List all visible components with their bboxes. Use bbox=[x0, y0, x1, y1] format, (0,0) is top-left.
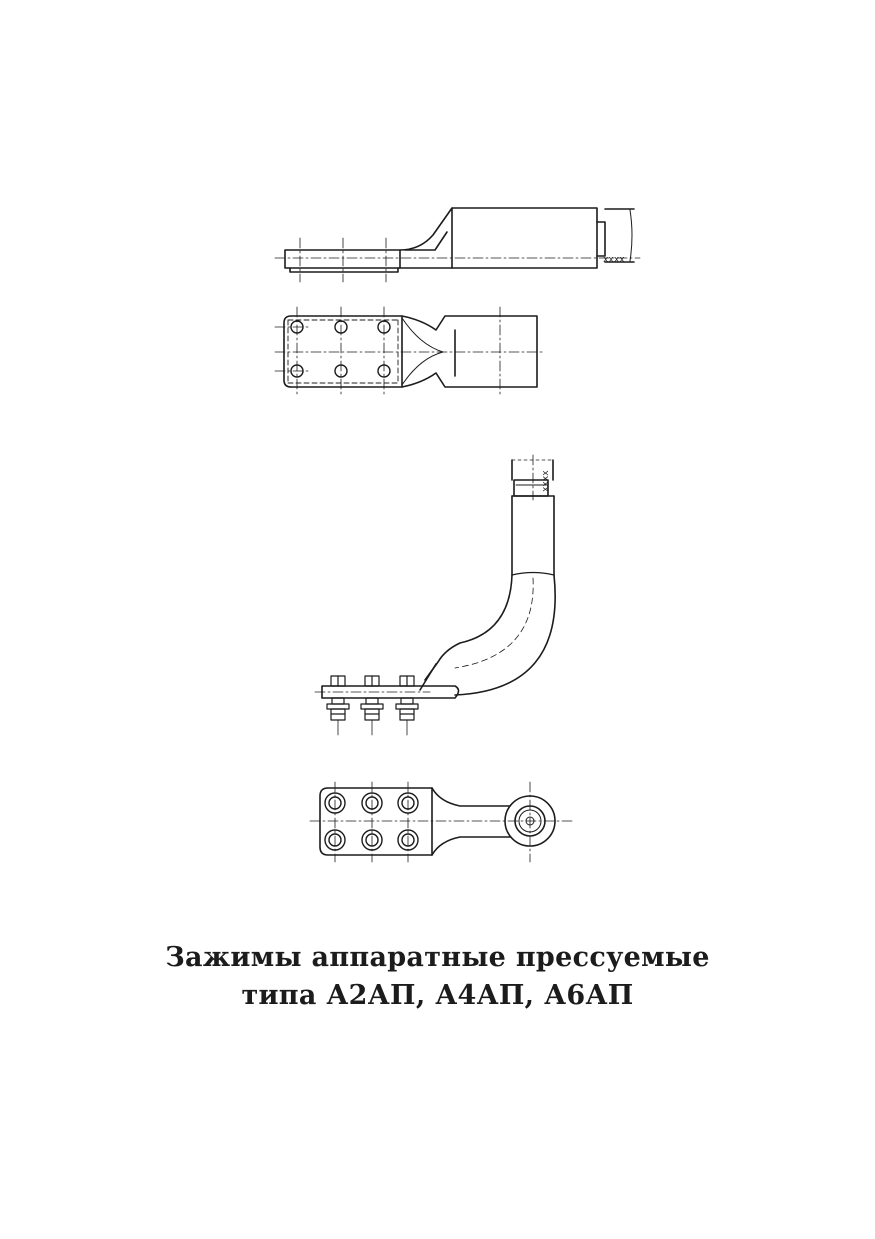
bolt-3 bbox=[395, 675, 419, 736]
angled-clamp-top-view bbox=[309, 781, 576, 863]
straight-clamp-top-view bbox=[274, 306, 546, 396]
document-title-line-1: Зажимы аппаратные прессуемые bbox=[165, 942, 710, 973]
hatch-marks: xxxx bbox=[603, 255, 625, 265]
bolt-2 bbox=[360, 675, 384, 736]
straight-clamp-side-view: xxxx bbox=[274, 207, 641, 283]
angled-clamp-side-view: xxxx bbox=[314, 454, 556, 736]
document-title-line-2: типа А2АП, А4АП, А6АП bbox=[241, 980, 634, 1011]
bolt-1 bbox=[326, 675, 350, 736]
hatch-marks-vertical: xxxx bbox=[541, 470, 551, 492]
